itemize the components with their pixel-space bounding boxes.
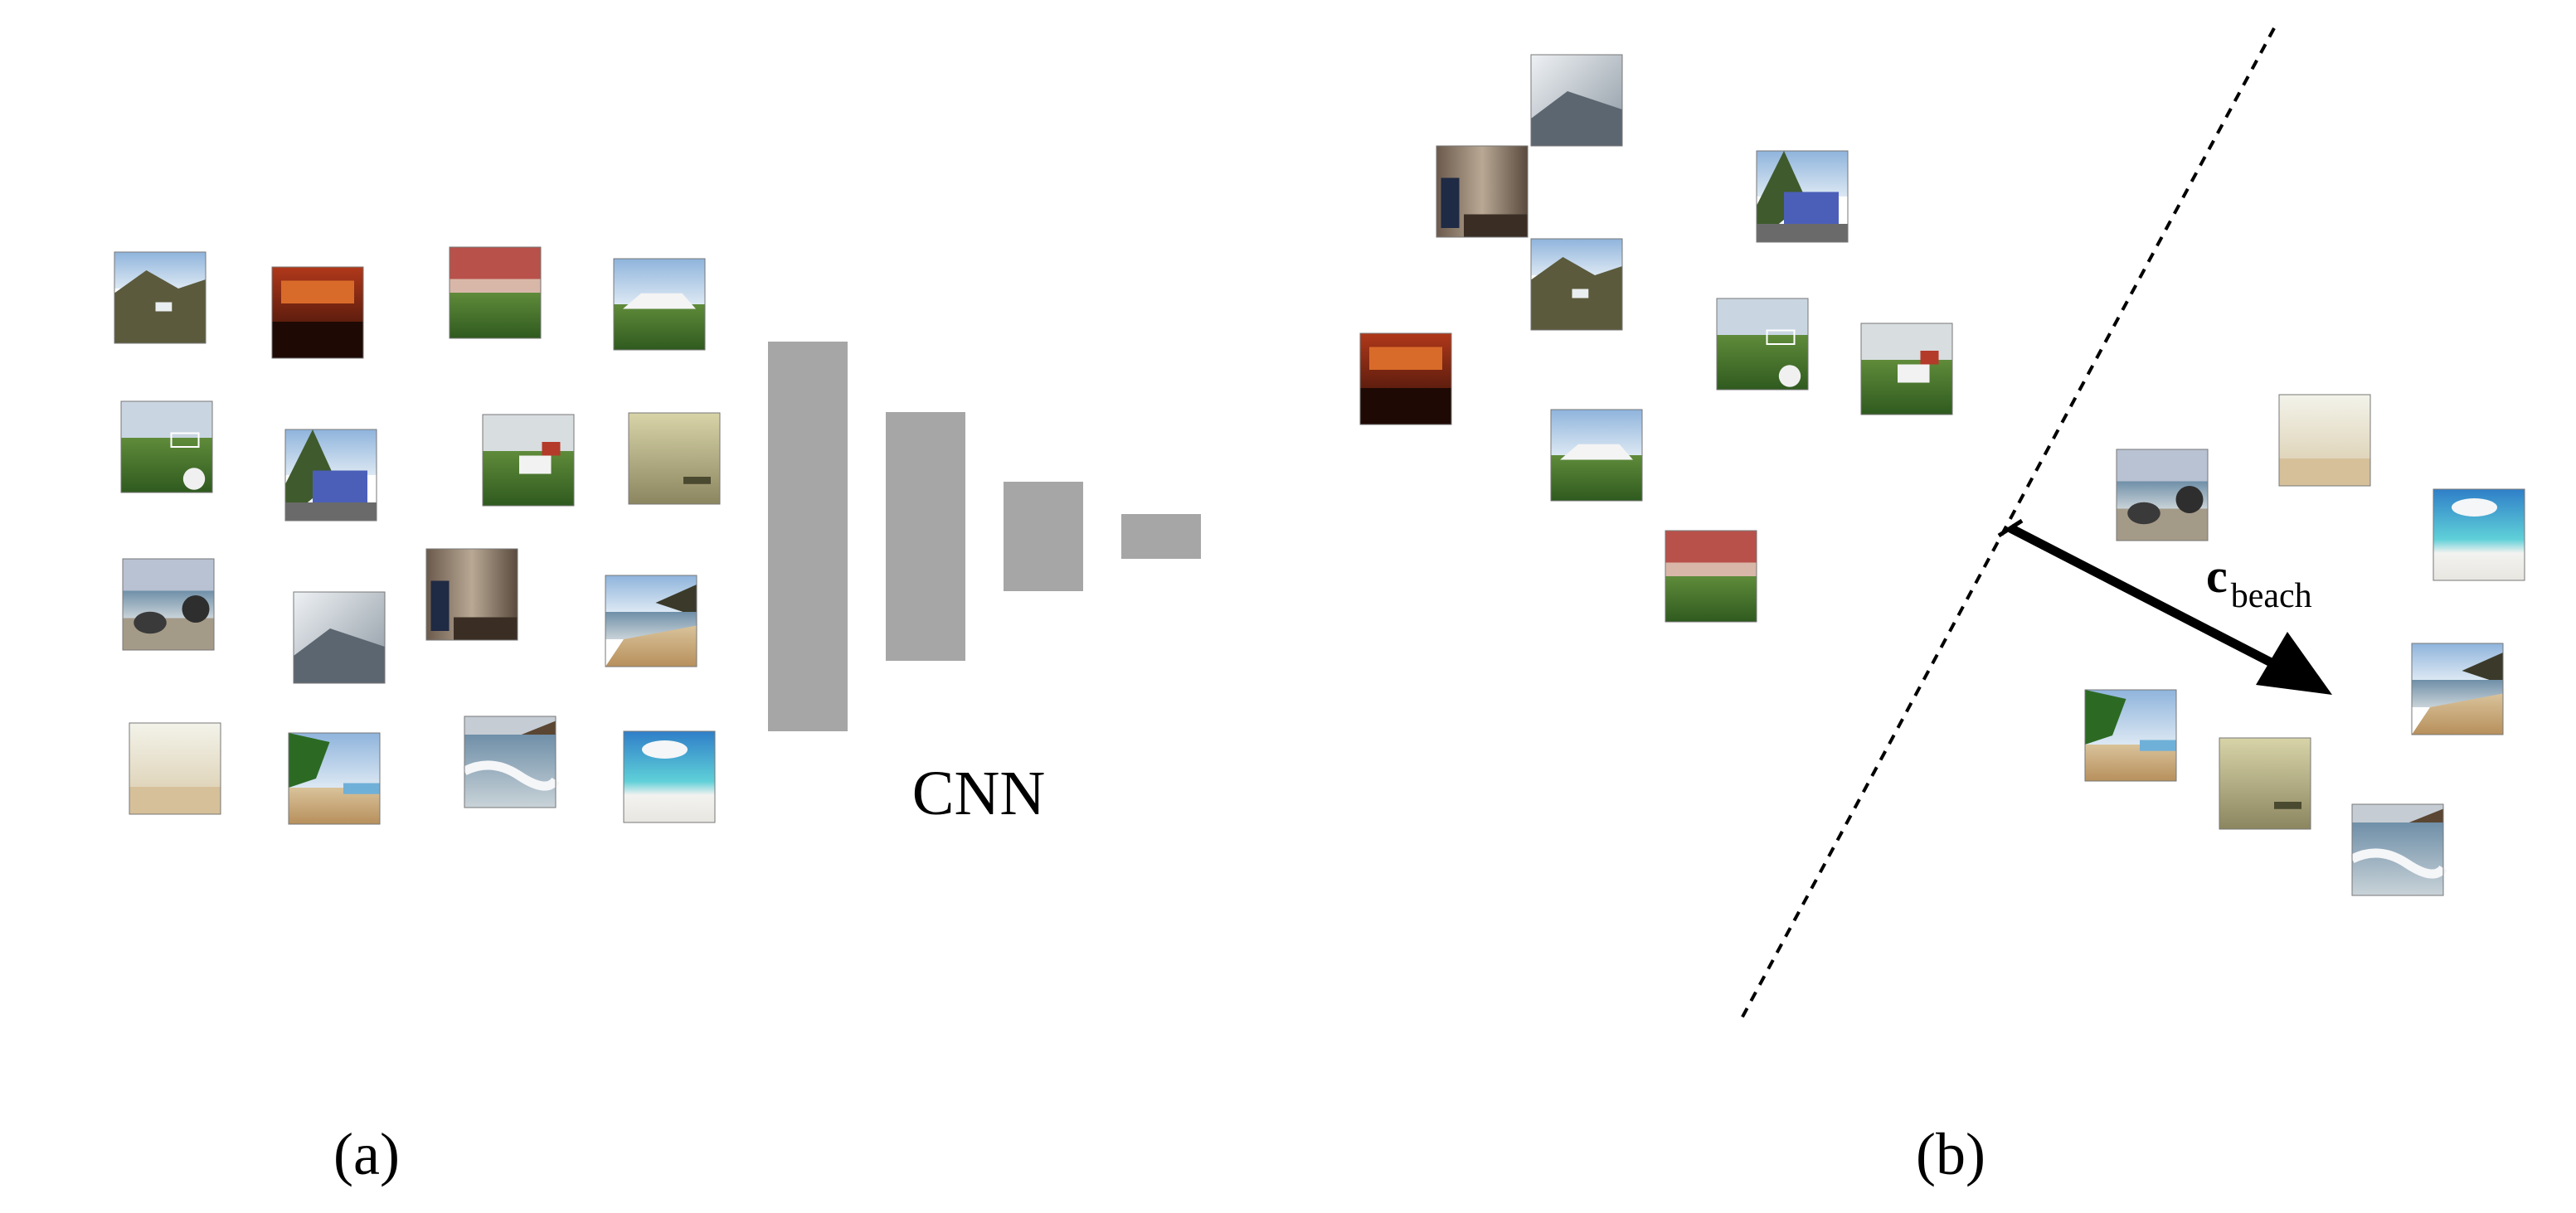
cnn-layers xyxy=(768,342,1201,731)
thumb-tropical-beach xyxy=(623,730,716,823)
thumb-waves-cliff xyxy=(462,716,560,808)
thumb-palm-beach xyxy=(288,732,381,825)
thumb-foggy-sea xyxy=(628,412,721,505)
embedded-valley-tent xyxy=(1530,238,1623,331)
embedded-rocky-beach xyxy=(2116,449,2209,541)
embedded-museum-statue xyxy=(1436,145,1529,238)
thumb-snowy-mountain xyxy=(293,591,386,684)
embedded-field-camper xyxy=(1860,323,1953,415)
embedded-blue-house xyxy=(1756,150,1849,243)
embedded-misty-beach xyxy=(2278,394,2371,487)
panel-b-embedding-images xyxy=(1359,54,2525,896)
thumb-blue-house xyxy=(284,429,377,522)
thumb-crowd-indoor xyxy=(271,266,364,359)
panel-a-label: (a) xyxy=(333,1121,400,1187)
embedded-coast-cliff-a xyxy=(2411,643,2504,735)
embedded-foggy-sea xyxy=(2219,737,2311,830)
thumb-field-camper xyxy=(482,414,575,507)
cnn-layer-1 xyxy=(768,342,848,731)
embedded-waves-cliff xyxy=(2350,803,2447,896)
cnn-label: CNN xyxy=(912,759,1045,828)
embedded-tropical-beach xyxy=(2433,488,2525,581)
decision-boundary-line xyxy=(1738,27,2276,1022)
thumb-misty-beach xyxy=(129,722,221,815)
embedded-palm-beach xyxy=(2084,689,2177,782)
panel-b-label: (b) xyxy=(1916,1121,1985,1187)
thumb-soccer-field xyxy=(120,400,213,493)
arrow-shaft xyxy=(2008,524,2282,671)
embedded-white-tent xyxy=(1550,409,1643,502)
cnn-layer-3 xyxy=(1004,482,1083,591)
panel-a-image-grid xyxy=(114,246,721,825)
arrow-head xyxy=(2256,632,2332,695)
concept-vector-arrow xyxy=(1997,518,2332,695)
thumb-rocky-beach xyxy=(122,558,215,651)
concept-vector-label: cbeach xyxy=(2206,549,2312,615)
concept-vector-subscript: beach xyxy=(2231,577,2312,615)
cnn-layer-2 xyxy=(886,412,965,661)
embedded-stadium xyxy=(1665,530,1757,623)
embedded-soccer-field xyxy=(1716,298,1809,391)
embedded-crowd-indoor xyxy=(1359,332,1452,425)
thumb-coast-cliff-a xyxy=(605,575,697,667)
thumb-stadium xyxy=(449,246,542,339)
thumb-white-tent xyxy=(613,258,706,351)
thumb-valley-tent xyxy=(114,251,207,344)
thumb-museum-statue xyxy=(425,548,518,641)
embedded-snowy-mountain xyxy=(1530,54,1623,147)
cnn-layer-4 xyxy=(1121,514,1201,559)
